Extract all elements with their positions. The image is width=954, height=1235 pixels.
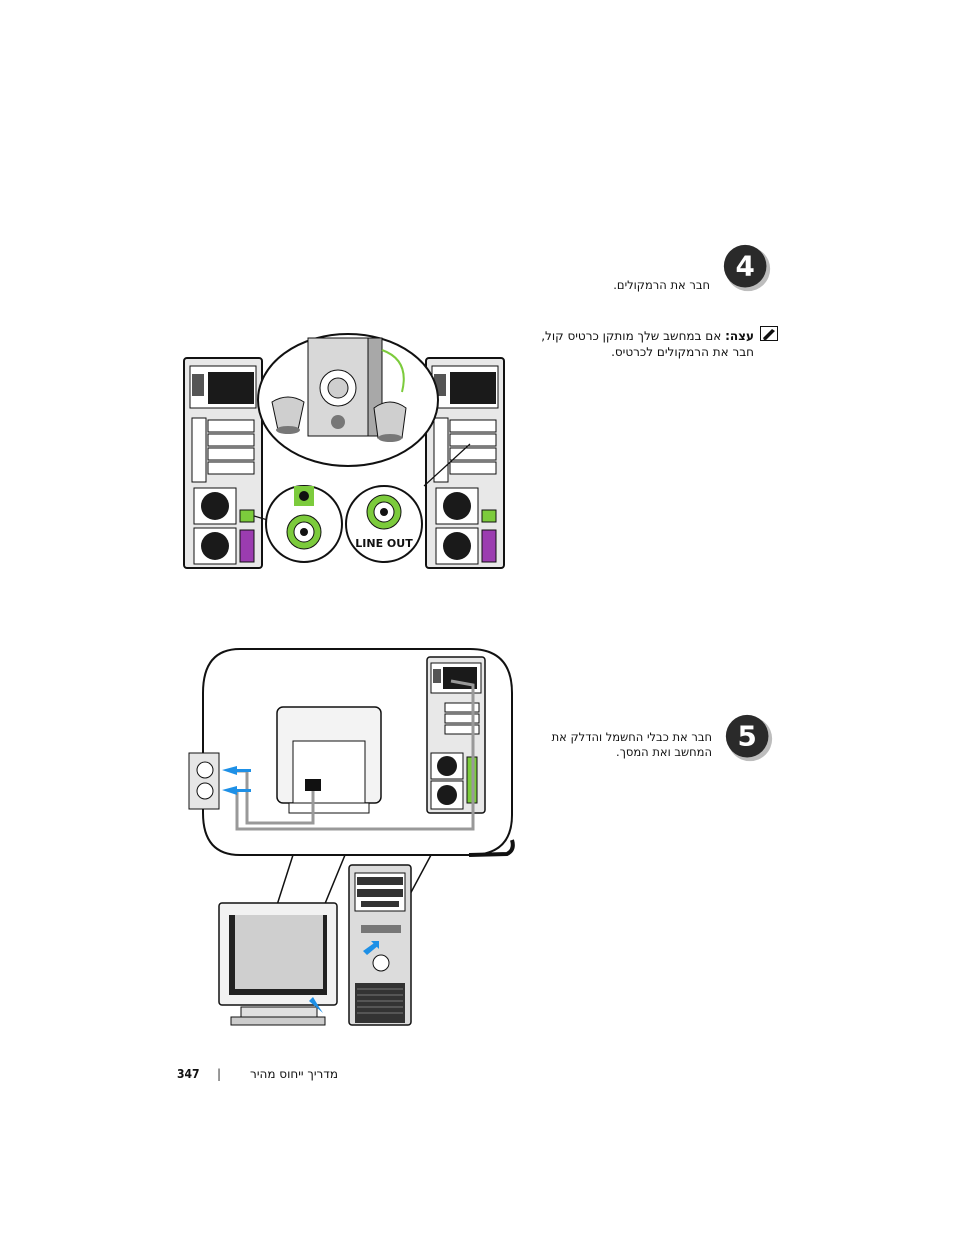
speakers-connection-illustration: LINE OUT	[183, 333, 505, 569]
audio-jack-detail-left	[265, 485, 343, 563]
guide-title: מדריך ייחוס מהיר	[250, 1067, 338, 1081]
arrow-outlet-1	[222, 766, 251, 775]
computer-back-right	[423, 357, 505, 569]
footer-separator: |	[217, 1067, 222, 1081]
step-5-line-2: המחשב ואת המסך.	[616, 745, 712, 759]
speakers-callout	[257, 333, 439, 467]
step-4-note: עצה: אם במחשב שלך מותקן כרטיס קול, חבר א…	[434, 328, 754, 360]
step-5-line-1: חבר את כבלי החשמל והדלק את	[551, 730, 712, 744]
note-line-1: אם במחשב שלך מותקן כרטיס קול,	[541, 329, 722, 343]
computer-back-power	[426, 656, 486, 814]
monitor-front	[218, 902, 338, 1026]
step-5-number: 5	[737, 719, 756, 752]
note-label: עצה:	[725, 329, 754, 343]
note-line-2: חבר את הרמקולים לכרטיס.	[611, 345, 754, 359]
step-4-number: 4	[735, 249, 754, 282]
step-5-badge: 5	[725, 714, 773, 762]
computer-front	[348, 864, 412, 1026]
line-out-label: LINE OUT	[355, 537, 413, 550]
computer-back-left	[183, 357, 289, 569]
monitor-back	[276, 706, 382, 814]
pencil-note-icon	[760, 326, 778, 341]
step-5-instruction: חבר את כבלי החשמל והדלק את המחשב ואת המס…	[472, 730, 712, 760]
arrow-outlet-2	[222, 786, 251, 795]
page-number: 347	[177, 1067, 200, 1081]
wall-outlet	[188, 752, 220, 810]
power-connection-illustration	[188, 648, 515, 1026]
step-4-instruction: חבר את הרמקולים.	[613, 278, 710, 292]
step-4-badge: 4	[723, 244, 771, 292]
line-out-jack-detail: LINE OUT	[345, 485, 423, 563]
